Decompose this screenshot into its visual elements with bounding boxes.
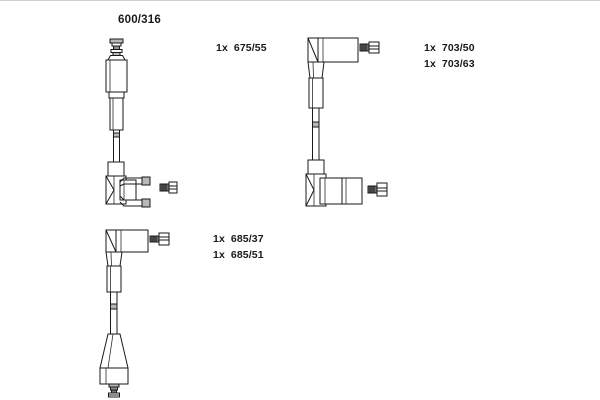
cable-2-lower-boot	[305, 159, 388, 207]
cable-2-top-boot	[307, 37, 380, 79]
cable-1-loose-terminal	[159, 181, 178, 194]
top-border-rule	[0, 0, 600, 1]
cable-3-lower-boot	[99, 333, 129, 385]
cable-2-upper-barrel	[308, 77, 324, 109]
page-title: 600/316	[118, 14, 161, 26]
part-label-685-37: 1x 685/37	[213, 233, 264, 245]
cable-1-assembly	[105, 38, 178, 208]
cable-3-bottom-terminal	[108, 383, 120, 398]
cable-3-upper-barrel	[106, 265, 122, 293]
part-label-703-50: 1x 703/50	[424, 42, 475, 54]
cable-3-wire	[110, 292, 118, 334]
cable-1-wire	[113, 130, 120, 162]
cable-1-upper-boot	[105, 59, 128, 93]
cable-3-assembly	[99, 229, 170, 398]
cable-3-top-boot	[105, 229, 170, 267]
part-label-675-55: 1x 675/55	[216, 42, 267, 54]
cable-2-assembly	[305, 37, 388, 207]
part-label-703-63: 1x 703/63	[424, 58, 475, 70]
cable-1-neck	[108, 91, 125, 131]
cable-1-top-terminal	[107, 38, 126, 61]
part-label-685-51: 1x 685/51	[213, 249, 264, 261]
cable-1-lower-boot	[105, 161, 151, 208]
cable-2-wire	[312, 108, 320, 160]
